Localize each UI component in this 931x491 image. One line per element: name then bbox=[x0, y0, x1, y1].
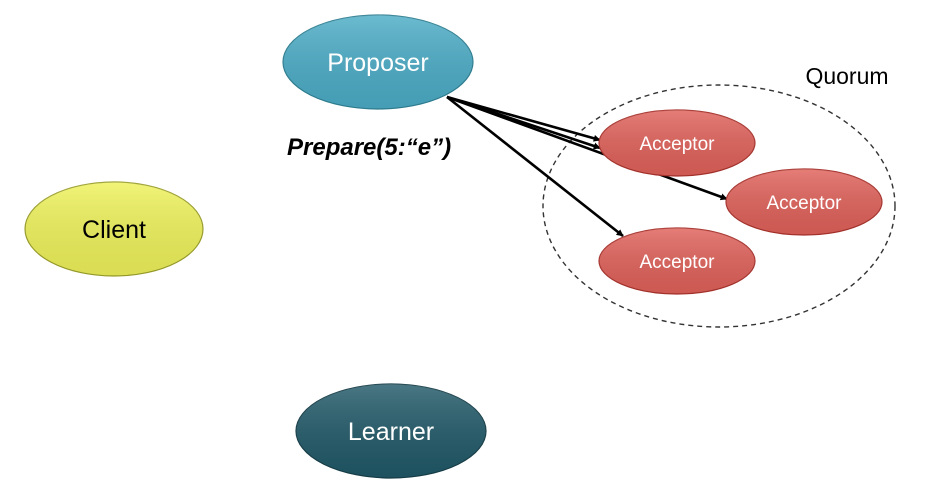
acceptor-node-1: Acceptor bbox=[598, 109, 756, 177]
acceptor-2-shade bbox=[726, 169, 882, 235]
acceptor-1-label: Acceptor bbox=[640, 134, 716, 155]
learner-shade bbox=[296, 384, 486, 478]
acceptor-node-3: Acceptor bbox=[598, 227, 756, 295]
client-label: Client bbox=[82, 216, 146, 244]
proposer-shade bbox=[283, 15, 473, 109]
arrow-to-acceptor-2 bbox=[446, 95, 728, 201]
quorum-boundary bbox=[542, 84, 896, 328]
proposer-label: Proposer bbox=[327, 49, 428, 77]
quorum-label: Quorum bbox=[805, 63, 888, 89]
acceptor-3-shade bbox=[599, 228, 755, 294]
learner-node: Learner bbox=[295, 383, 487, 479]
proposer-node: Proposer bbox=[282, 14, 474, 110]
acceptor-2-label: Acceptor bbox=[767, 193, 843, 214]
acceptor-node-2: Acceptor bbox=[725, 168, 883, 236]
learner-label: Learner bbox=[348, 418, 434, 446]
acceptor-3-label: Acceptor bbox=[640, 252, 716, 273]
client-node: Client bbox=[24, 181, 204, 277]
client-shade bbox=[25, 182, 203, 276]
arrow-to-acceptor-3 bbox=[446, 95, 624, 238]
prepare-message-label: Prepare(5:“e”) bbox=[287, 134, 451, 161]
acceptor-1-shade bbox=[599, 110, 755, 176]
prepare-arrows bbox=[446, 95, 728, 238]
